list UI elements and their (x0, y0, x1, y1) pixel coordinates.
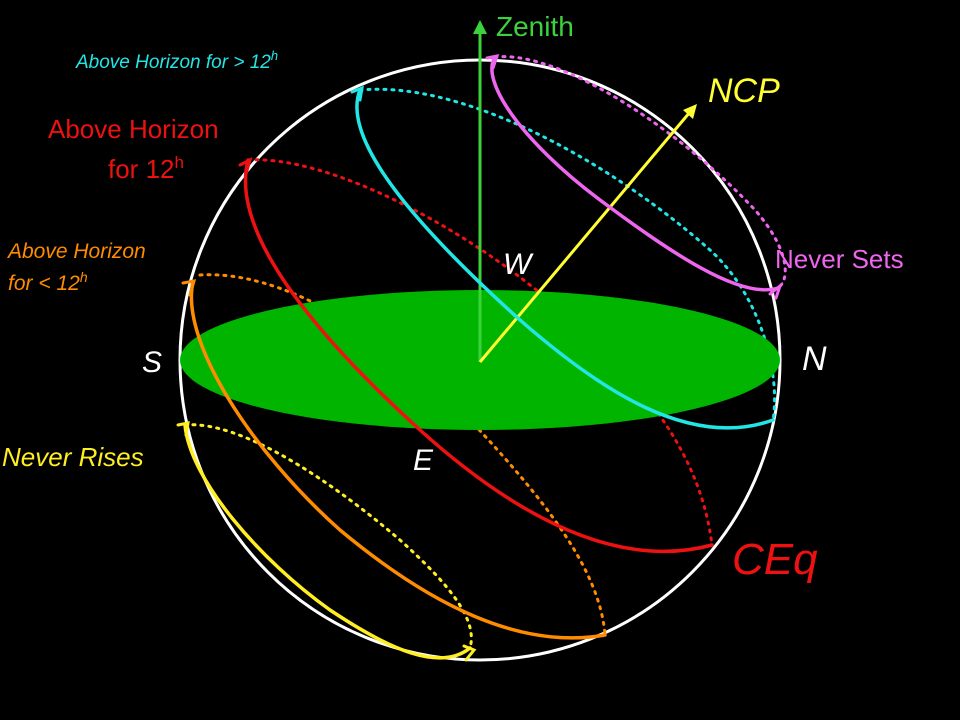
never-sets-label: Never Sets (775, 244, 904, 274)
ceq-label: CEq (732, 535, 818, 584)
ncp-axis (478, 104, 697, 363)
west-label: W (503, 248, 534, 281)
above-lt-label-line2: for < 12h (8, 269, 88, 295)
above-12-label-line1: Above Horizon (48, 114, 219, 144)
east-label: E (413, 444, 434, 477)
north-label: N (802, 340, 827, 378)
zenith-axis (473, 20, 487, 362)
path-end-ticks (176, 54, 784, 662)
never-rises-far-path (183, 423, 473, 650)
near-side-paths (183, 55, 780, 660)
above-gt-path (355, 88, 775, 430)
south-label: S (142, 346, 162, 379)
above-12-label-line2: for 12h (108, 153, 184, 184)
above-gt-label: Above Horizon for > 12h (75, 48, 278, 73)
never-sets-path (490, 55, 780, 292)
zenith-label: Zenith (496, 11, 574, 42)
ncp-label: NCP (708, 72, 780, 110)
never-rises-label: Never Rises (2, 442, 144, 472)
never-sets-far-path (493, 55, 787, 290)
never-rises-path (183, 423, 472, 660)
ceq-path (243, 158, 714, 554)
above-lt-label-line1: Above Horizon (6, 240, 146, 263)
above-lt-path (189, 280, 607, 640)
